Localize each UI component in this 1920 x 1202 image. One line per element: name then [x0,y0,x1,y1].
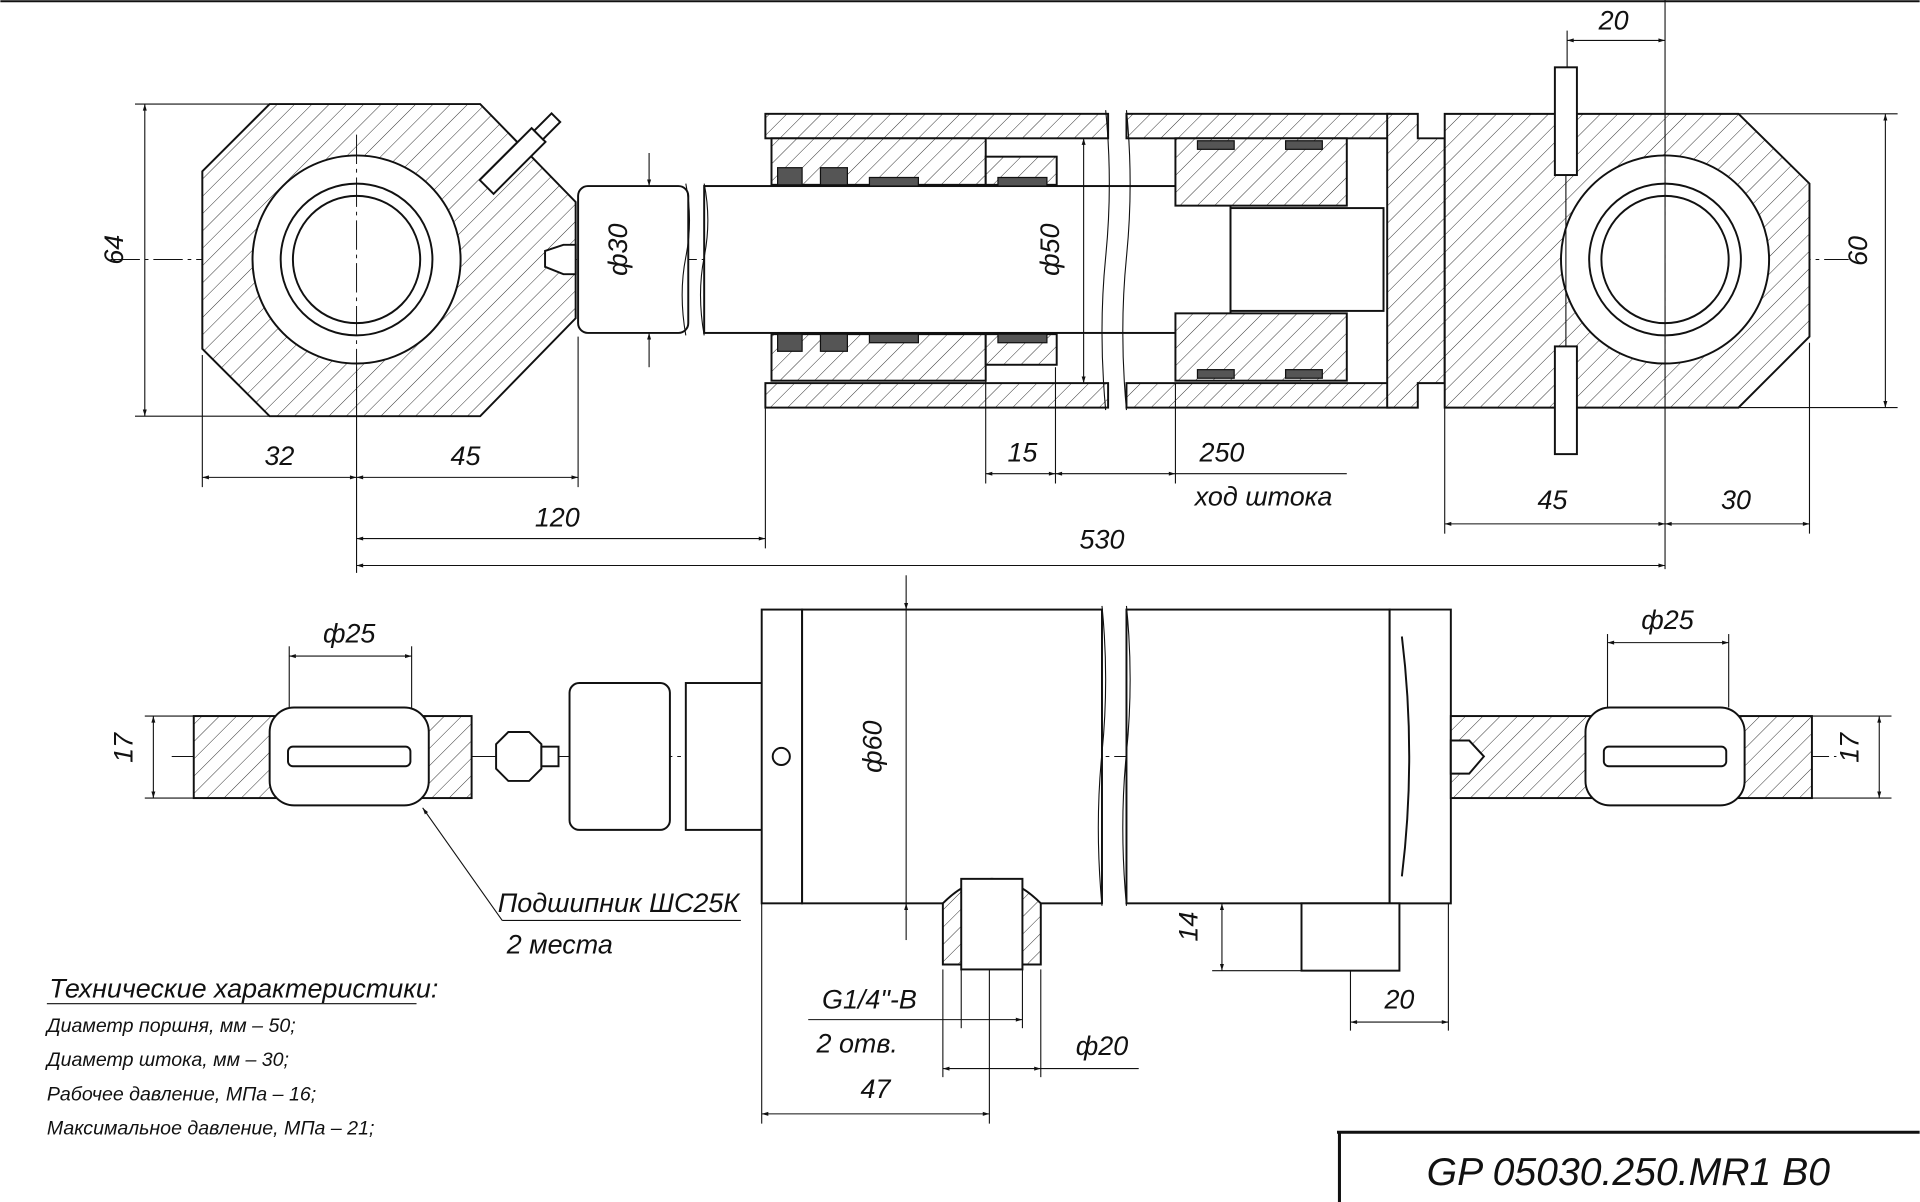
spec-item: Максимальное давление, МПа – 21; [47,1118,375,1140]
drawing-number: GP 05030.250.MR1 B0 [1427,1151,1831,1194]
dim-rear-b: 30 [1721,485,1751,515]
dim-pin-left: ф25 [323,619,376,649]
technical-specs: Технические характеристики: Диаметр порш… [45,974,438,1140]
bearing-count: 2 места [506,930,613,960]
dim-eye-height: 64 [99,235,129,265]
dim-rear-a: 45 [1537,485,1568,515]
dim-port-offset: 47 [861,1074,892,1104]
dim-to-tube: 120 [535,502,580,532]
dim-overall: 530 [1080,524,1125,554]
port-count-label: 2 отв. [816,1029,898,1059]
front-view: ф25 ф25 17 17 ф60 14 20 G1/4"-B 2 отв. ф… [109,575,1892,1124]
bearing-label: Подшипник ШС25К [498,888,742,918]
specs-title: Технические характеристики: [49,974,438,1004]
dim-port-dia: ф20 [1076,1031,1128,1061]
dim-tube-dia: ф60 [858,720,888,772]
grease-nipple-icon [478,111,562,196]
spec-item: Рабочее давление, МПа – 16; [47,1083,316,1105]
dim-gap: 15 [1007,437,1038,467]
dim-pin-right: ф25 [1641,605,1694,635]
spec-item: Диаметр поршня, мм – 50; [45,1015,296,1037]
dim-rod-dia: ф30 [603,223,633,275]
dim-rear-height: 60 [1843,236,1873,266]
top-section-view: 64 60 20 32 45 120 530 15 250 ход штока … [99,0,1898,573]
dim-block-width: 20 [1383,985,1414,1015]
dim-bore-dia: ф50 [1035,223,1065,275]
stroke-label: ход штока [1193,482,1333,512]
dim-rear-nipple: 20 [1598,5,1629,35]
dim-width-left: 17 [109,732,139,763]
dim-stroke: 250 [1198,437,1244,467]
dim-port-height: 14 [1173,912,1203,942]
port-thread-label: G1/4"-B [822,985,917,1015]
dim-width-right: 17 [1834,732,1864,763]
spec-item: Диаметр штока, мм – 30; [45,1049,289,1071]
dim-eye-b: 45 [451,441,482,471]
title-block: GP 05030.250.MR1 B0 [1337,1130,1920,1202]
dim-eye-a: 32 [264,441,294,471]
